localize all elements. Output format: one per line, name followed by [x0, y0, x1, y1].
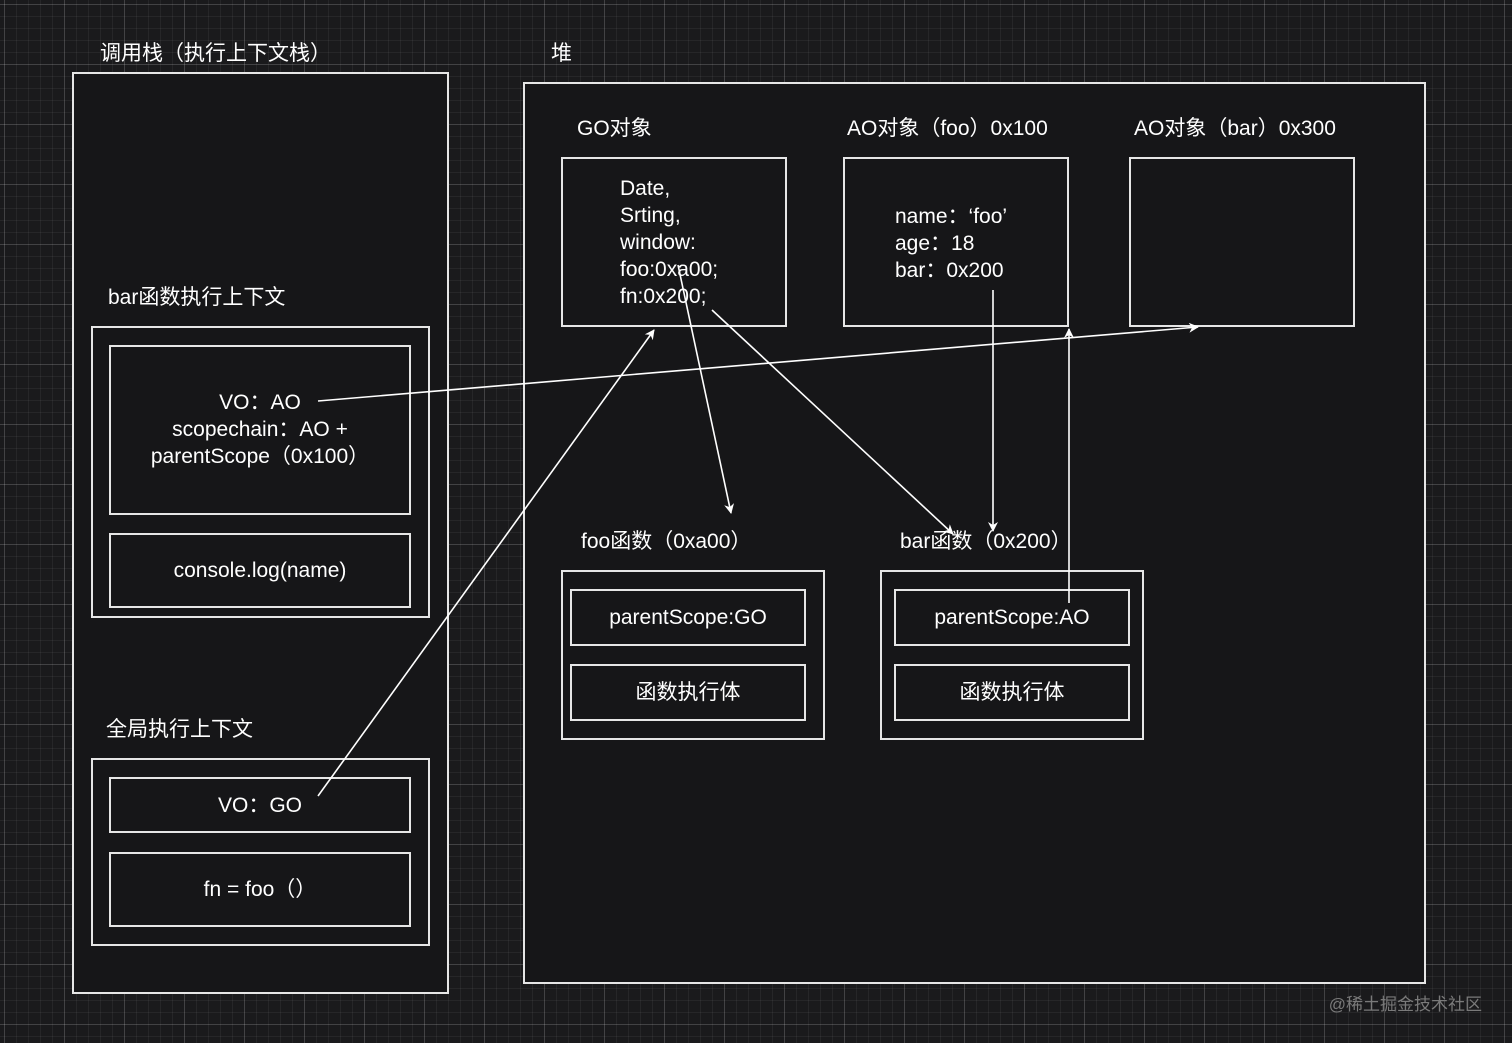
ao-foo-prop-name: name：‘foo’	[895, 205, 1008, 228]
ao-foo-props: name：‘foo’ age：18 bar：0x200	[895, 203, 1007, 284]
go-object-title: GO对象	[577, 117, 652, 140]
ao-foo-box[interactable]: name：‘foo’ age：18 bar：0x200	[843, 157, 1069, 327]
bar-context-parentscope-line: parentScope（0x100）	[150, 445, 370, 468]
bar-function-scope-box[interactable]: parentScope:AO	[894, 589, 1130, 646]
go-prop-foo: foo:0xa00;	[620, 258, 719, 281]
bar-context-code: console.log(name)	[173, 559, 347, 582]
global-context-title: 全局执行上下文	[106, 718, 253, 741]
global-context-code-box[interactable]: fn = foo（）	[109, 852, 411, 927]
go-prop-fn: fn:0x200;	[620, 285, 707, 308]
bar-context-scopechain-line: scopechain：AO +	[172, 418, 348, 441]
go-object-box[interactable]: Date, Srting, window: foo:0xa00; fn:0x20…	[561, 157, 787, 327]
bar-context-title: bar函数执行上下文	[108, 286, 286, 309]
foo-function-scope: parentScope:GO	[609, 606, 767, 629]
foo-function-title: foo函数（0xa00）	[581, 530, 752, 553]
watermark: @稀土掘金技术社区	[1328, 995, 1482, 1014]
ao-bar-box[interactable]	[1129, 157, 1355, 327]
global-context-code: fn = foo（）	[203, 878, 317, 901]
ao-foo-prop-age: age：18	[895, 232, 975, 255]
go-prop-date: Date,	[620, 177, 671, 200]
call-stack-title: 调用栈（执行上下文栈）	[100, 42, 331, 65]
go-object-props: Date, Srting, window: foo:0xa00; fn:0x20…	[620, 175, 718, 310]
go-prop-string: Srting,	[620, 204, 681, 227]
bar-context-code-box[interactable]: console.log(name)	[109, 533, 411, 608]
ao-foo-title: AO对象（foo）0x100	[847, 117, 1048, 140]
global-context-vo: VO：GO	[217, 793, 302, 817]
bar-context-vo-text: VO：AO scopechain：AO + parentScope（0x100）	[111, 389, 409, 470]
bar-context-vo-box[interactable]: VO：AO scopechain：AO + parentScope（0x100）	[109, 345, 411, 515]
bar-function-scope: parentScope:AO	[934, 606, 1090, 629]
foo-function-body: 函数执行体	[635, 681, 741, 704]
heap-title: 堆	[551, 42, 572, 65]
global-context-vo-box[interactable]: VO：GO	[109, 777, 411, 833]
bar-context-vo-line: VO：AO	[219, 391, 301, 414]
bar-function-body-box[interactable]: 函数执行体	[894, 664, 1130, 721]
go-prop-window: window:	[620, 231, 696, 254]
global-context-frame[interactable]	[91, 758, 430, 946]
bar-function-body: 函数执行体	[959, 681, 1065, 704]
foo-function-scope-box[interactable]: parentScope:GO	[570, 589, 806, 646]
foo-function-body-box[interactable]: 函数执行体	[570, 664, 806, 721]
ao-bar-title: AO对象（bar）0x300	[1134, 117, 1336, 140]
ao-foo-prop-bar: bar：0x200	[895, 259, 1004, 282]
bar-function-frame[interactable]	[880, 570, 1144, 740]
bar-function-title: bar函数（0x200）	[900, 530, 1072, 553]
